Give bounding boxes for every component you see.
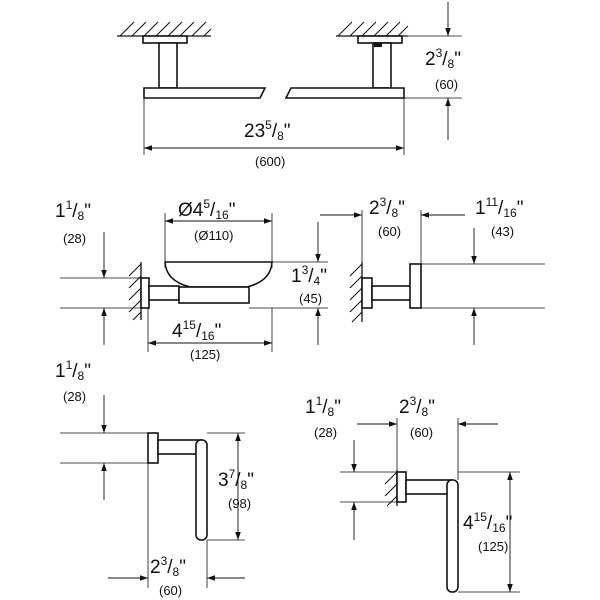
robe-hook-projection-label: 23/8" (369, 195, 405, 220)
ceiling-hatch-right (336, 21, 409, 37)
towel-ring-wall-plate (396, 471, 407, 503)
paper-holder-base-label: 11/8" (55, 358, 91, 383)
towel-bar-left (143, 87, 267, 99)
soap-dish-depth-mm: (45) (299, 291, 322, 306)
soap-dish-projection-mm: (125) (190, 347, 220, 362)
towel-ring-drawing: 11/8" (28) 23/8" (60) 415/16" (125) (305, 394, 520, 593)
right-mount-flange (357, 35, 403, 44)
robe-hook-wall-plate (361, 277, 373, 309)
paper-holder-length-label: 37/8" (218, 467, 254, 492)
towel-ring-projection-label: 23/8" (399, 394, 435, 419)
paper-holder-base-mm: (28) (63, 389, 86, 404)
soap-dish-wall-plate (140, 277, 150, 309)
paper-holder-length-mm: (98) (228, 496, 251, 511)
paper-holder-projection-label: 23/8" (150, 554, 186, 579)
towel-ring-arm (405, 479, 453, 495)
set-screw (374, 43, 382, 47)
towel-ring-projection-mm: (60) (410, 425, 433, 440)
soap-dish-bowl (164, 261, 273, 288)
towel-ring-base-label: 11/8" (305, 394, 341, 419)
wall-hatch-towel-ring (384, 470, 398, 507)
left-mount-flange (142, 35, 188, 44)
wall-hatch-soap-dish (128, 262, 142, 321)
soap-dish-height-label: 11/8" (55, 198, 91, 223)
paper-holder-wall-plate (147, 432, 159, 464)
soap-dish-depth-label: 13/4" (291, 263, 327, 288)
ceiling-hatch-left (117, 21, 212, 37)
towel-bar-projection-label: 23/8" (425, 46, 461, 71)
soap-dish-arm (148, 285, 180, 301)
towel-ring-hook (446, 479, 459, 593)
robe-hook-drawing: 23/8" (60) 111/16" (43) (320, 195, 545, 345)
soap-dish-height-mm: (28) (63, 231, 86, 246)
robe-hook-cap (409, 263, 422, 309)
robe-hook-arm (371, 285, 413, 301)
robe-hook-projection-mm: (60) (378, 224, 401, 239)
left-post (158, 42, 178, 89)
soap-dish-diameter-mm: (Ø110) (194, 228, 234, 243)
towel-bar-width-label: 235/8" (244, 118, 291, 143)
soap-dish-holder (178, 286, 250, 304)
towel-ring-length-mm: (125) (478, 539, 508, 554)
towel-bar-drawing: 235/8" (600) 23/8" (60) (117, 2, 462, 169)
towel-ring-base-mm: (28) (314, 425, 337, 440)
wall-hatch-robe-hook (349, 262, 363, 323)
towel-ring-length-label: 415/16" (463, 510, 512, 535)
soap-dish-diameter-label: Ø45/16" (178, 197, 235, 222)
soap-dish-projection-label: 415/16" (172, 318, 221, 343)
paper-holder-hook (195, 439, 208, 541)
soap-dish-drawing: Ø45/16" (Ø110) 11/8" (28) 13/4" (45) (55, 197, 328, 362)
right-post (372, 42, 392, 89)
paper-holder-projection-mm: (60) (159, 583, 182, 598)
robe-hook-height-mm: (43) (491, 224, 514, 239)
paper-holder-drawing: 11/8" (28) 37/8" (98) 23/8" (60) (55, 358, 254, 598)
towel-bar-width-mm: (600) (255, 154, 285, 169)
towel-bar-projection-mm: (60) (435, 77, 458, 92)
robe-hook-height-label: 111/16" (475, 195, 523, 220)
towel-bar-right (284, 87, 405, 99)
